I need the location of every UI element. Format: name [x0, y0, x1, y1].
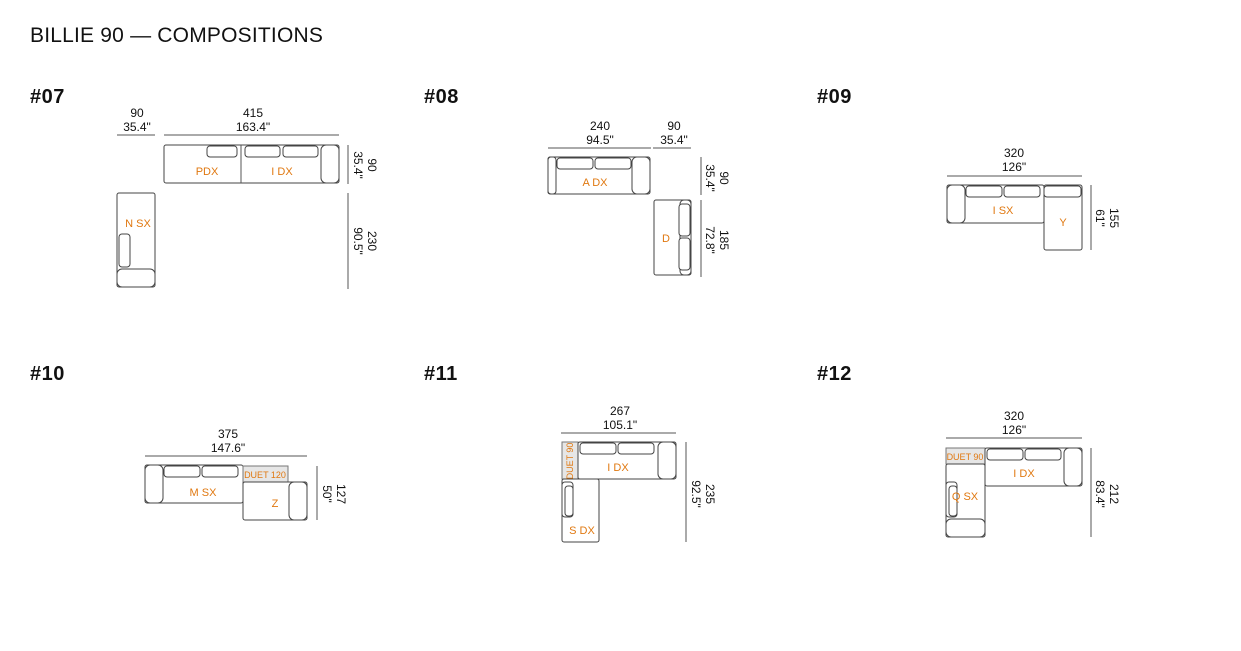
composition-12: 320 126" 212 83.4" DUET 90 I DX Q SX: [945, 409, 1121, 538]
dim-08-w2: 90: [667, 119, 681, 133]
dim-11-d1: 235: [703, 484, 717, 504]
module-label-qsx: Q SX: [952, 491, 979, 503]
composition-label-10: #10: [30, 363, 65, 385]
dim-08-w1-in: 94.5": [586, 133, 614, 147]
composition-label-12: #12: [817, 363, 852, 385]
backrest-cushion: [678, 237, 691, 271]
module-label-duet-90: DUET 90: [565, 443, 575, 480]
dim-12-w1-in: 126": [1002, 423, 1026, 437]
module-label-idx: I DX: [1013, 468, 1035, 480]
dim-08-d2: 185: [717, 230, 731, 250]
backrest-cushion: [948, 485, 958, 517]
module-label-nsx: N SX: [125, 218, 151, 230]
dim-09-d1-in: 61": [1093, 209, 1107, 227]
dim-08-d1: 90: [717, 171, 731, 185]
dim-10-d1-in: 50": [320, 485, 334, 503]
sofa-armrest: [144, 464, 164, 504]
dim-11-d1-in: 92.5": [689, 480, 703, 508]
dim-07-d1-in: 35.4": [351, 151, 365, 179]
composition-11: 267 105.1" 235 92.5" DUET 90 I DX S DX: [561, 404, 717, 543]
backrest-cushion: [678, 203, 691, 237]
dim-09-w1-in: 126": [1002, 160, 1026, 174]
module-label-idx: I DX: [271, 166, 293, 178]
dim-09-d1: 155: [1107, 208, 1121, 228]
sofa-armrest: [657, 441, 677, 480]
sofa-armrest: [631, 156, 651, 195]
module-label-duet-90: DUET 90: [947, 452, 984, 462]
backrest-cushion: [118, 233, 131, 268]
dim-07-d2: 230: [365, 231, 379, 251]
composition-label-09: #09: [817, 86, 852, 108]
dim-07-d1: 90: [365, 158, 379, 172]
dim-07-w2: 415: [243, 106, 263, 120]
dim-07-w2-in: 163.4": [236, 120, 270, 134]
dim-12-w1: 320: [1004, 409, 1024, 423]
sofa-module-y: [1043, 184, 1083, 251]
backrest-cushion: [617, 442, 655, 455]
dim-10-d1: 127: [334, 484, 348, 504]
dim-10-w1-in: 147.6": [211, 441, 245, 455]
module-label-y: Y: [1059, 217, 1067, 229]
backrest-cushion: [986, 448, 1024, 461]
dim-08-w1: 240: [590, 119, 610, 133]
sofa-armrest: [320, 144, 340, 184]
backrest-cushion: [556, 157, 594, 170]
composition-07: 90 35.4" 415 163.4" 90 35.4" 230 90.5" P…: [116, 106, 379, 289]
dim-08-d2-in: 72.8": [703, 226, 717, 254]
composition-label-08: #08: [424, 86, 459, 108]
dim-08-w2-in: 35.4": [660, 133, 688, 147]
dim-12-d1-in: 83.4": [1093, 480, 1107, 508]
sofa-armrest: [945, 518, 986, 538]
module-label-sdx: S DX: [569, 525, 595, 537]
module-label-msx: M SX: [190, 487, 218, 499]
backrest-cushion: [282, 145, 319, 158]
backrest-cushion: [1003, 185, 1041, 198]
backrest-cushion: [201, 465, 239, 478]
dim-10-w1: 375: [218, 427, 238, 441]
sofa-armrest: [946, 184, 966, 224]
module-label-isx: I SX: [993, 205, 1014, 217]
backrest-cushion: [206, 145, 238, 158]
sofa-armrest: [288, 481, 308, 521]
composition-label-11: #11: [424, 363, 458, 385]
composition-08: 240 94.5" 90 35.4" 90 35.4" 185 72.8" A …: [547, 119, 731, 277]
module-label-d: D: [662, 233, 670, 245]
backrest-cushion: [244, 145, 281, 158]
page-title: BILLIE 90 — COMPOSITIONS: [30, 24, 324, 47]
dim-11-w1-in: 105.1": [603, 418, 637, 432]
dim-07-w1: 90: [130, 106, 144, 120]
module-label-adx: A DX: [582, 177, 608, 189]
backrest-cushion: [579, 442, 617, 455]
backrest-cushion: [1043, 185, 1082, 198]
dim-12-d1: 212: [1107, 484, 1121, 504]
sofa-armrest: [116, 268, 156, 288]
dim-11-w1: 267: [610, 404, 630, 418]
sofa-armrest: [547, 156, 557, 195]
sofa-armrest: [1063, 447, 1083, 487]
composition-09: 320 126" 155 61" I SX Y: [946, 146, 1121, 251]
backrest-cushion: [1024, 448, 1062, 461]
dim-07-w1-in: 35.4": [123, 120, 151, 134]
dim-09-w1: 320: [1004, 146, 1024, 160]
module-label-idx: I DX: [607, 462, 629, 474]
dim-08-d1-in: 35.4": [703, 164, 717, 192]
composition-10: 375 147.6" 127 50" M SX DUET 120 Z: [144, 427, 348, 521]
backrest-cushion: [163, 465, 201, 478]
module-label-z: Z: [272, 498, 279, 510]
module-label-pdx: PDX: [196, 166, 219, 178]
composition-label-07: #07: [30, 86, 65, 108]
backrest-cushion: [594, 157, 632, 170]
backrest-cushion: [965, 185, 1003, 198]
dim-07-d2-in: 90.5": [351, 227, 365, 255]
module-label-duet-120: DUET 120: [244, 470, 286, 480]
backrest-cushion: [564, 485, 574, 517]
